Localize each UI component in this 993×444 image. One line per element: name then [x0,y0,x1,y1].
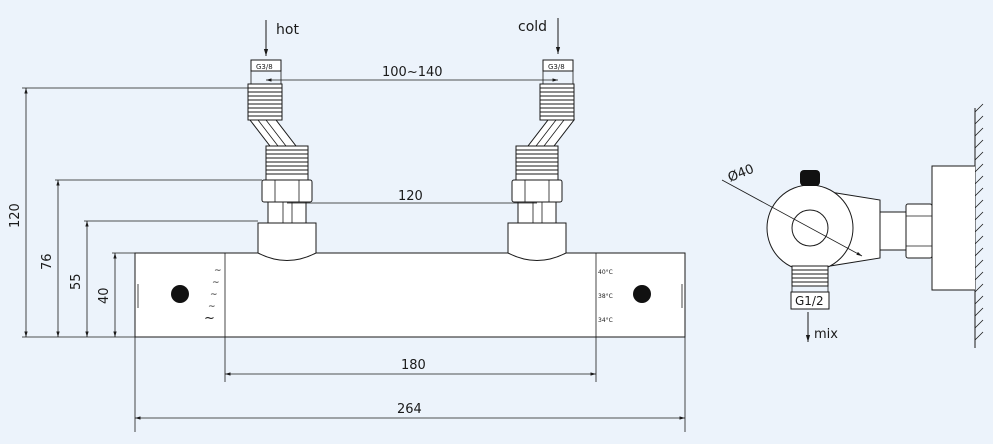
side-connector-pipe [879,211,911,251]
dim-total-length: 264 [397,402,422,417]
right-handle-knob [633,285,651,303]
hot-label: hot [276,22,299,38]
right-stem [517,201,557,224]
flow-marks: ~ ~ ~ ~ ~ [204,266,222,326]
left-inlet-label: G3/8 [256,63,273,71]
temp-mark-top: 40°C [598,269,613,276]
left-flex-neck [248,119,298,147]
dim-height-40: 40 [97,287,112,304]
right-upper-thread-lines [540,87,574,117]
temp-mark-bottom: 34°C [598,317,613,324]
side-view: G1/2 mix Ø40 [721,103,984,348]
flow-mark: ~ [212,278,220,288]
left-upper-thread [247,83,283,121]
valve-body [134,252,686,338]
right-lower-thread-lines [516,149,558,175]
left-stem [267,201,307,224]
right-lower-thread [515,145,559,181]
right-flex-neck [526,119,576,147]
wall-flange [931,165,975,291]
dim-inlet-spacing: 100~140 [382,65,443,80]
left-hex-nut [261,179,313,203]
wall-hatch [974,103,984,341]
side-outlet-thread [791,265,829,287]
right-hex-nut [511,179,563,203]
flow-mark: ~ [204,311,215,326]
side-diameter-label: Ø40 [726,162,756,186]
side-top-knob [800,170,820,186]
left-inlet-boss [257,222,317,261]
left-lower-thread [265,145,309,181]
dim-scale-length: 180 [401,358,426,373]
flow-mark: ~ [214,266,222,276]
mix-label: mix [814,327,838,342]
right-inlet-boss [507,222,567,261]
dim-height-120: 120 [8,203,23,228]
dim-center-spacing: 120 [398,189,423,204]
right-inlet-label: G3/8 [548,63,565,71]
right-upper-thread [539,83,575,121]
flow-mark: ~ [208,302,216,312]
side-hex-nut [905,203,933,259]
dim-height-76: 76 [40,253,55,270]
side-outlet-label: G1/2 [795,294,824,308]
temp-mark-mid: 38°C [598,293,613,300]
cold-label: cold [518,19,547,35]
front-view: ~ ~ ~ ~ ~ 40°C 38°C 34°C [8,18,686,432]
left-lower-thread-lines [266,149,308,175]
left-handle-knob [171,285,189,303]
dim-height-55: 55 [69,273,84,290]
side-diameter-line [721,179,863,257]
side-outlet-label-box [790,291,830,310]
left-inlet-label-box [250,59,282,72]
left-upper-thread-lines [248,87,282,117]
right-inlet-label-box [542,59,574,72]
flow-mark: ~ [210,290,218,300]
